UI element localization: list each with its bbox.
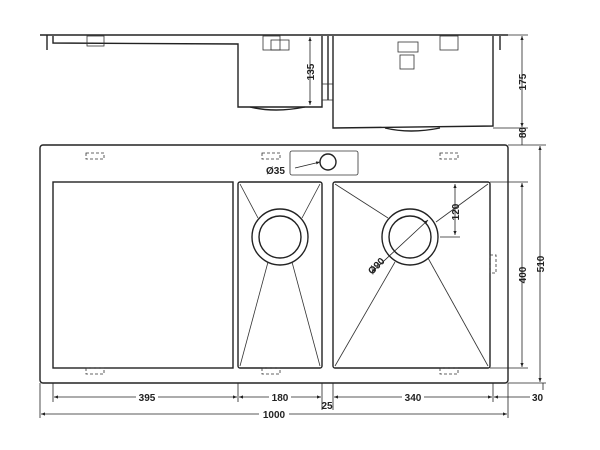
dim-135: 135 [306,63,317,80]
tap-plate [289,150,359,176]
large-bowl [332,181,491,369]
dim-drain-offset: 120 [451,203,462,220]
dim-400: 400 [518,266,529,283]
dim-drain: Ø90 [366,256,387,277]
side-clip-icon [86,35,105,47]
side-view: 135 175 80 [40,34,529,145]
dim-tap-hole: Ø35 [266,166,285,177]
dim-30: 30 [532,393,544,404]
overflow-icon [397,41,419,53]
dim-175: 175 [518,73,529,90]
dim-25: 25 [321,401,333,412]
dim-510: 510 [536,255,547,272]
dim-180: 180 [272,393,289,404]
drainer [52,181,234,369]
side-clip-icon [262,35,281,51]
dim-80: 80 [518,127,529,139]
tap-hole [319,153,337,171]
side-clip-icon [439,35,459,51]
small-drain [251,208,309,266]
plan-view: Ø35 Ø90 120 400 510 [39,144,547,421]
overflow-icon [270,39,290,51]
dim-340: 340 [405,393,422,404]
dim-1000: 1000 [263,410,286,421]
small-bowl [237,181,323,369]
waste-grid-icon [399,54,415,70]
dim-395: 395 [139,393,156,404]
